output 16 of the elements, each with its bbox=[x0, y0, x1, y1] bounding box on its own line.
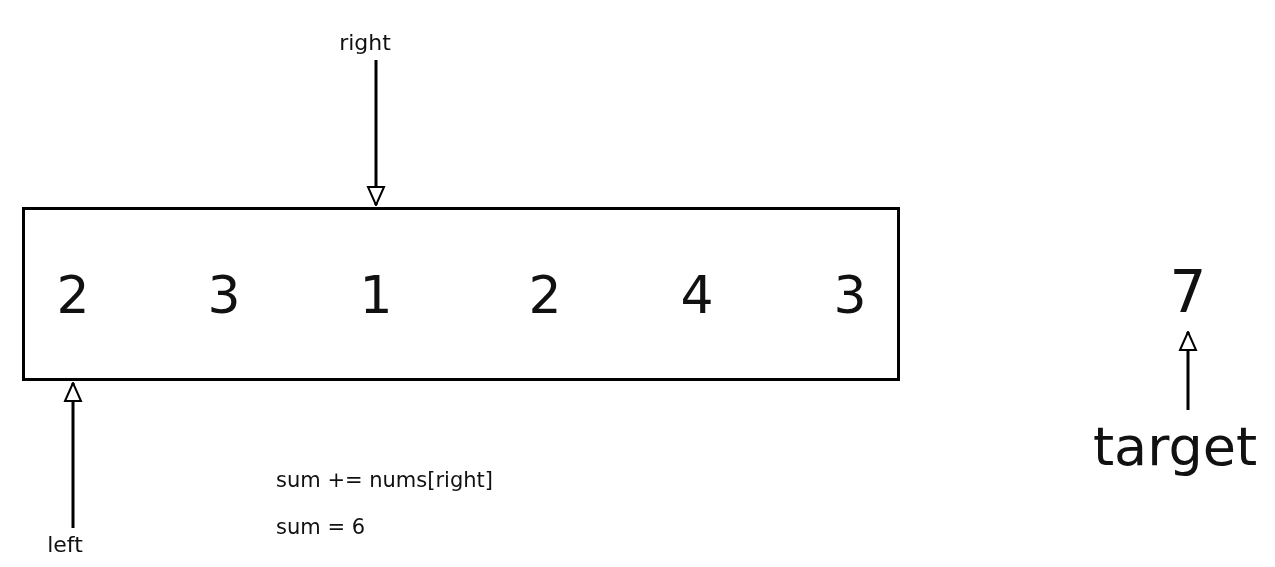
arrow bbox=[1179, 331, 1197, 410]
arrow bbox=[64, 382, 82, 528]
code-line: sum += nums[right] bbox=[276, 468, 493, 492]
array-box bbox=[22, 207, 900, 381]
pointer-label: left bbox=[40, 530, 90, 560]
array-value: 3 bbox=[196, 210, 252, 380]
array-value: 1 bbox=[348, 210, 404, 380]
array-value: 2 bbox=[517, 210, 573, 380]
target-value: 7 bbox=[1160, 255, 1216, 330]
target-label: target bbox=[1075, 412, 1275, 482]
array-value: 2 bbox=[45, 210, 101, 380]
arrow bbox=[367, 60, 385, 206]
array-value: 3 bbox=[822, 210, 878, 380]
pointer-label: right bbox=[330, 28, 400, 58]
array-value: 4 bbox=[669, 210, 725, 380]
code-line: sum = 6 bbox=[276, 515, 365, 539]
